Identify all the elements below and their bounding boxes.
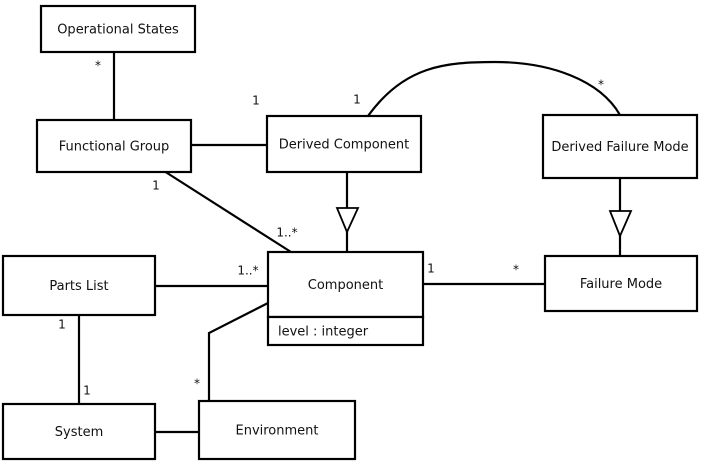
class-name-derived-failure-mode: Derived Failure Mode (551, 140, 688, 155)
attribute-compartment-component (266, 315, 425, 347)
class-box-functional-group[interactable] (35, 118, 193, 174)
multiplicity-label-functional-group-component-1: 1..* (276, 226, 297, 240)
class-box-operational-states[interactable] (39, 4, 197, 54)
association-line-functional-group-component (163, 170, 292, 253)
class-name-parts-list: Parts List (49, 279, 108, 294)
generalization-triangle-icon-derived-failure-mode-to-failure-mode (608, 210, 633, 239)
multiplicity-label-functional-group-derived-component-0: 1 (252, 94, 260, 108)
association-line-derived-component-derived-failure-mode (367, 60, 621, 117)
class-box-derived-failure-mode[interactable] (541, 113, 699, 180)
class-name-system: System (55, 425, 103, 440)
multiplicity-label-functional-group-component-0: 1 (152, 179, 160, 193)
generalization-triangle-icon-derived-component-to-component (335, 207, 360, 235)
multiplicity-label-component-environment-0: * (194, 377, 200, 391)
class-name-environment: Environment (235, 424, 318, 439)
class-name-component: Component (308, 278, 383, 293)
class-box-component[interactable] (266, 250, 425, 319)
class-name-failure-mode: Failure Mode (580, 277, 662, 292)
multiplicity-label-parts-list-system-0: 1 (58, 318, 66, 332)
multiplicity-label-derived-component-derived-failure-mode-0: 1 (353, 93, 361, 107)
class-name-derived-component: Derived Component (279, 138, 410, 153)
class-box-parts-list[interactable] (1, 254, 157, 317)
association-line-component-environment (207, 302, 269, 401)
multiplicity-label-derived-component-derived-failure-mode-1: * (598, 78, 604, 92)
class-attribute-component-0: level : integer (278, 325, 369, 340)
class-box-system[interactable] (1, 402, 157, 461)
class-box-derived-component[interactable] (265, 114, 423, 174)
multiplicity-label-operational-states-functional-group-0: * (95, 59, 101, 73)
class-box-environment[interactable] (197, 399, 357, 461)
multiplicity-label-parts-list-component-1: 1..* (237, 264, 258, 278)
multiplicity-label-component-failure-mode-0: 1 (427, 262, 435, 276)
class-box-failure-mode[interactable] (543, 254, 699, 313)
multiplicity-label-parts-list-system-1: 1 (83, 384, 91, 398)
class-name-operational-states: Operational States (57, 23, 179, 38)
multiplicity-label-component-failure-mode-1: * (513, 263, 519, 277)
class-name-functional-group: Functional Group (59, 140, 170, 155)
